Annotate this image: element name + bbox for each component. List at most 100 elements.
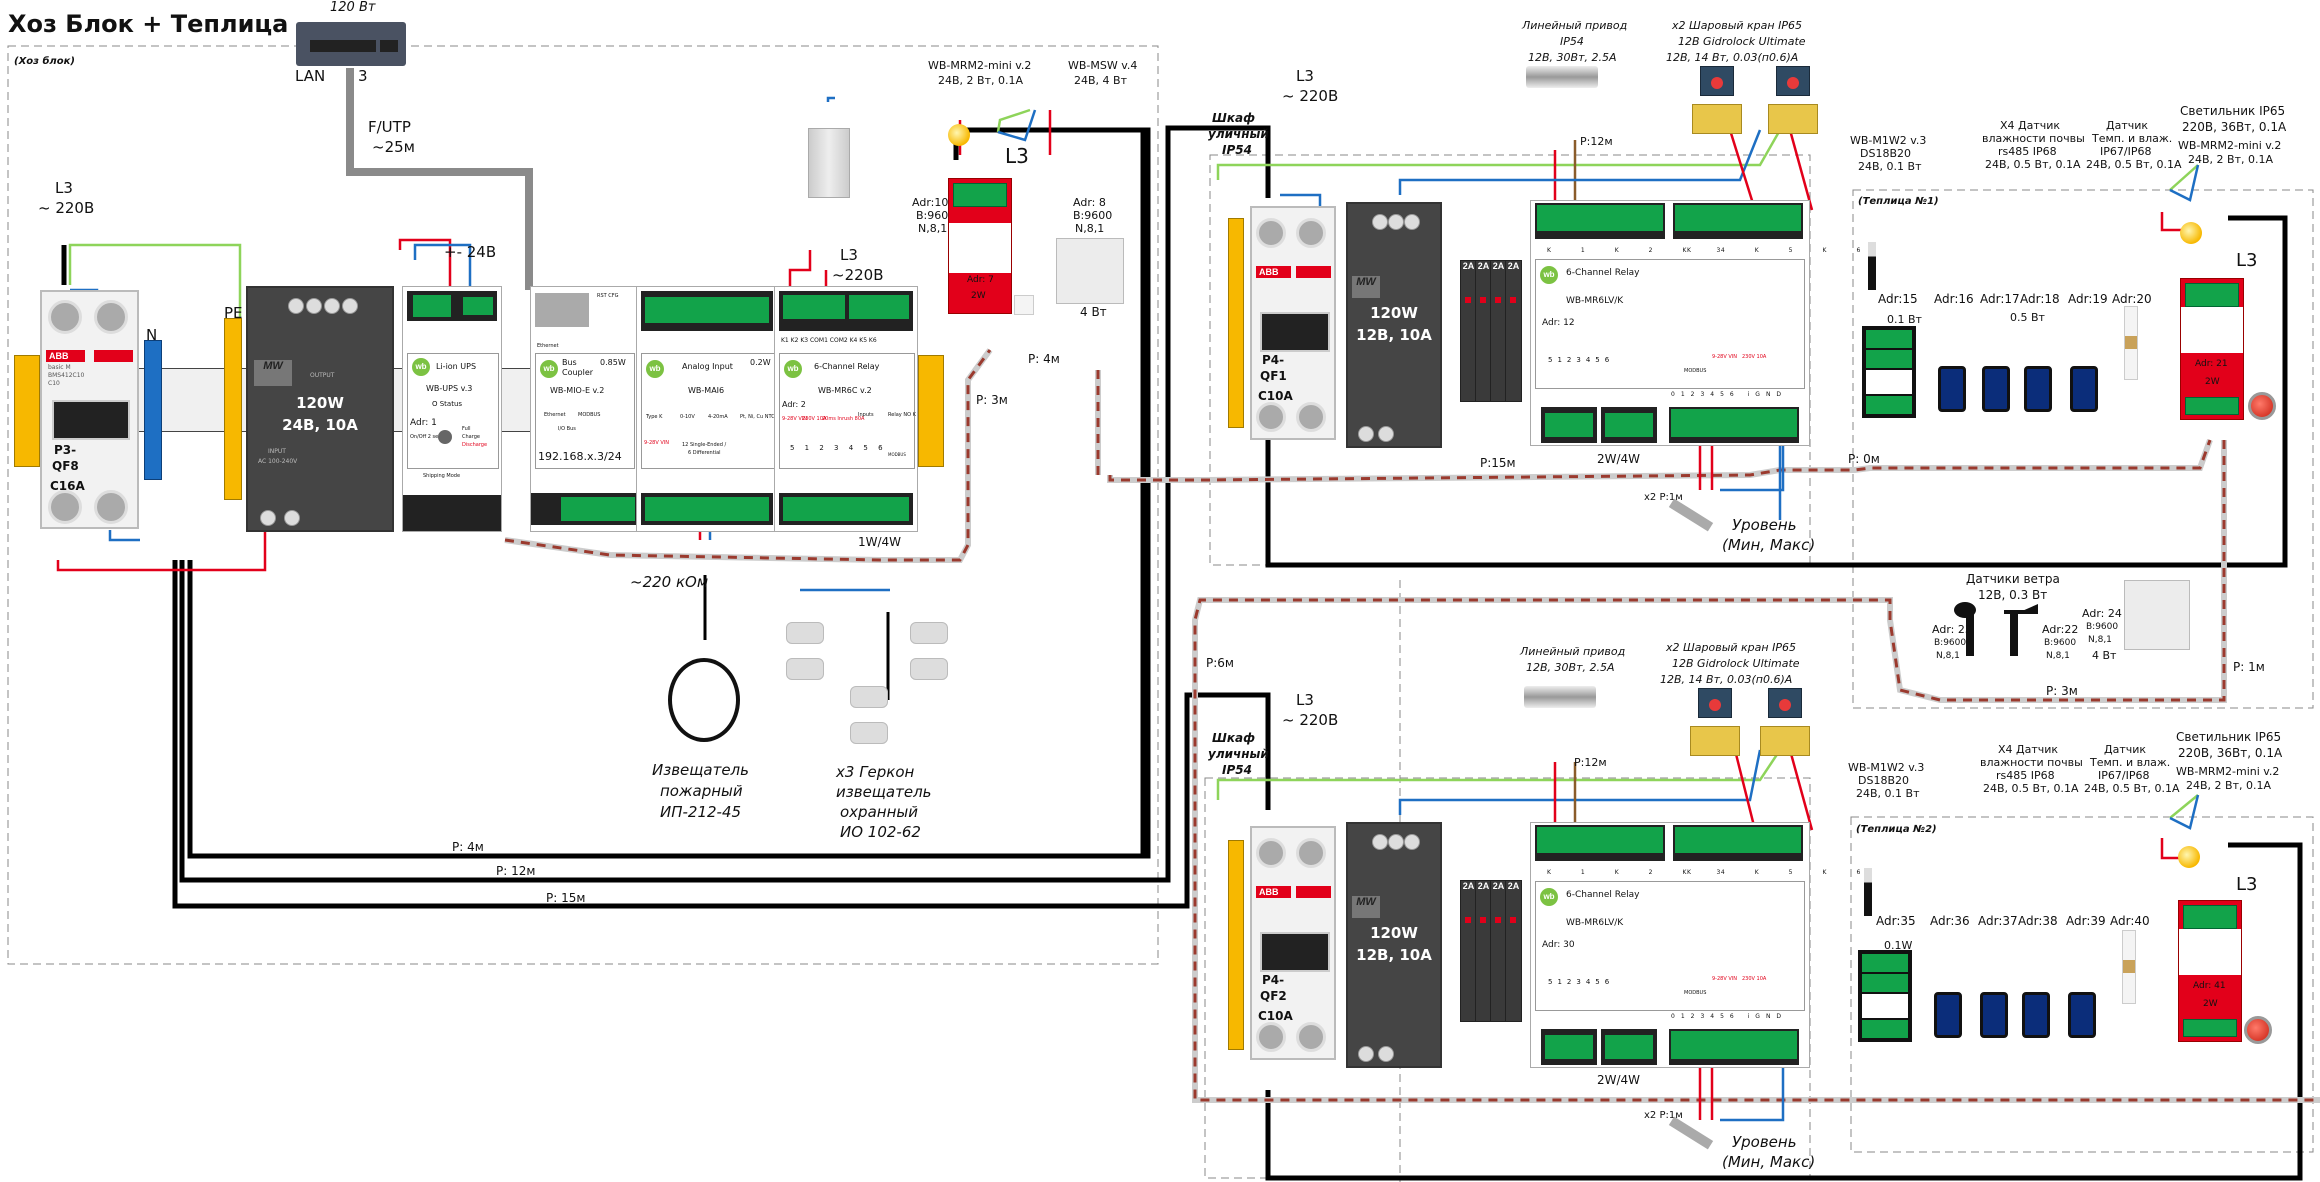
din-end-stop-left (14, 355, 40, 467)
inputs-tb (1669, 407, 1799, 443)
mio-ip-address[interactable]: 192.168.x.3/24 (538, 450, 622, 463)
push-button[interactable] (2248, 392, 2276, 420)
gh1-th-1: Датчик (2106, 119, 2149, 132)
wb-mio-e[interactable]: RST CFG Ethernet wb Bus Coupler 0.85W WB… (530, 286, 640, 532)
rs485-tb-1 (1541, 1029, 1597, 1065)
fuse[interactable]: 2A (1505, 880, 1522, 1022)
psu-24v[interactable]: MW OUTPUT 120W 24В, 10А INPUT AC 100-240… (246, 286, 394, 532)
network-switch[interactable] (296, 22, 406, 66)
relay-adr: Adr: 30 (1542, 940, 1575, 950)
anemometer-parity: N,8,1 (1936, 651, 1960, 661)
smoke-label-1: Извещатель (652, 761, 749, 779)
cab1-valves-1: x2 Шаровый кран IP65 (1672, 19, 1802, 32)
ups-status: O Status (432, 400, 463, 408)
lan-cable-length: ~25м (372, 138, 415, 156)
cab1-level-cable: x2 P:1м (1644, 492, 1683, 503)
gh1-wb-mrm2-mini[interactable]: Adr: 21 2W (2180, 278, 2244, 420)
wall-switch[interactable] (1014, 295, 1034, 315)
gh2-soil-1: X4 Датчик (1998, 743, 2059, 756)
gh1-th-2: Темп. и влаж. (2092, 132, 2173, 145)
meanwell-logo-icon: MW (254, 360, 292, 386)
mai-bottom-terminals (641, 493, 773, 525)
gh1-soil-power: 0.5 Вт (2010, 311, 2045, 324)
mrm2-side-baud: B:9600 (916, 209, 956, 222)
wb-mr6c[interactable]: K1 K2 K3 COM1 COM2 K4 K5 K6 wb 6-Channel… (774, 286, 918, 532)
cab1-wb-mr6lvk[interactable]: K1K2K3 K4K5K6 wb 6-Channel Relay WB-MR6L… (1530, 200, 1860, 446)
lamp-icon (948, 124, 970, 146)
mr6c-inputs: Inputs (858, 412, 874, 418)
mio-rst-cfg: RST CFG (597, 293, 619, 299)
wind-msw-adr: Adr: 24 (2082, 607, 2122, 620)
ethernet-port[interactable] (535, 293, 589, 327)
mr6c-model: WB-MR6C v.2 (818, 386, 872, 395)
mio-title-1: Bus (562, 358, 577, 367)
zone-hoz-block (7, 45, 1159, 965)
zone-teplitsa-2 (1850, 816, 2314, 1153)
reed-sensor (786, 622, 824, 644)
cab1-actuator-1: Линейный привод (1522, 19, 1628, 32)
mai-title: Analog Input (682, 362, 733, 371)
psu-spec: 24В, 10А (282, 416, 358, 434)
soil-moisture-sensor (1982, 366, 2010, 412)
breaker-handle[interactable] (1260, 312, 1330, 352)
screw-icon (1256, 402, 1286, 432)
breaker-rating: C10A (1258, 1009, 1293, 1023)
psu-terminal (342, 298, 358, 314)
cab2-psu-12v[interactable]: MW 120W 12В, 10А (1346, 822, 1442, 1068)
breaker-p4-qf1[interactable]: ABB P4- QF1 C10A (1250, 206, 1336, 440)
lan-cable (346, 68, 533, 290)
wb-msw-greenhouse[interactable] (2124, 580, 2190, 650)
wb-mai6[interactable]: wb Analog Input 0.2W WB-MAI6 Type K 0-10… (636, 286, 778, 532)
mai-top-terminals (641, 291, 773, 331)
cabinet2-label-1: Шкаф (1212, 731, 1255, 745)
cab1-psu-12v[interactable]: MW 120W 12В, 10А (1346, 202, 1442, 448)
mai-face: wb Analog Input 0.2W WB-MAI6 Type K 0-10… (641, 353, 775, 469)
mai-model: WB-MAI6 (688, 386, 725, 395)
gh1-m1w-1: WB-M1W2 v.3 (1850, 134, 1927, 147)
gh2-soil-adr-3: Adr:38 (2018, 914, 2058, 928)
ups-power-button[interactable] (438, 430, 452, 444)
gh2-m1w-power: 0.1W (1884, 939, 1913, 952)
breaker-p3-qf8[interactable]: ABB basic M BMS412C10 C10 P3- QF8 C16A (40, 290, 139, 529)
wb-ups[interactable]: wb Li-ion UPS WB-UPS v.3 O Status Adr: 1… (402, 286, 502, 532)
smoke-detector[interactable] (668, 658, 740, 742)
breaker-p4-qf2[interactable]: ABB P4- QF2 C10A (1250, 826, 1336, 1060)
mr6c-vin: 9-28V VIN (782, 416, 807, 422)
wb-msw-hoz[interactable] (1056, 238, 1124, 304)
rs485-tb-2 (1601, 1029, 1657, 1065)
ups-legend-discharge: Discharge (462, 442, 488, 448)
trunk-cable-1: P: 4м (452, 840, 484, 854)
gh1-lamp-3: WB-MRM2-mini v.2 (2178, 139, 2282, 152)
gh1-soil-3: rs485 IP68 (1998, 145, 2057, 158)
gh2-soil-adr-2: Adr:37 (1978, 914, 2018, 928)
mio-modbus: MODBUS (578, 412, 601, 418)
soil-moisture-sensor (2068, 992, 2096, 1038)
breaker-name-1: P3- (54, 443, 77, 457)
resistor-label: ~220 кОм (630, 573, 709, 591)
fuse[interactable]: 2A (1505, 260, 1522, 402)
mrm2-adr: Adr: 7 (967, 275, 994, 285)
gh1-lamp-power: 2W (2205, 377, 2220, 387)
gh2-lamp-4: 24В, 2 Вт, 0.1А (2186, 779, 2271, 792)
hoz-cable-p4: P: 4м (1028, 352, 1060, 366)
screw-icon (1296, 838, 1326, 868)
wind-title: Датчики ветра (1966, 572, 2060, 586)
breaker-handle[interactable] (1260, 932, 1330, 972)
mr6c-top-terminals (779, 291, 913, 331)
gh1-soil-4: 24В, 0.5 Вт, 0.1А (1985, 158, 2081, 171)
smoke-label-2: пожарный (660, 782, 743, 800)
wb-mrm2-mini-hoz[interactable]: Adr: 7 2W (948, 178, 1012, 314)
gh1-wb-m1w2[interactable] (1862, 326, 1916, 418)
screw-icon (1256, 218, 1286, 248)
cab2-wb-mr6lvk[interactable]: K1K2K3 K4K5K6 wb 6-Channel Relay WB-MR6L… (1530, 822, 1860, 1068)
relay-modbus: MODBUS (1684, 368, 1707, 374)
wind-vane-pole (2010, 614, 2018, 656)
cab1-wire-note: 2W/4W (1597, 452, 1641, 466)
gh2-wb-mrm2-mini[interactable]: Adr: 41 2W (2178, 900, 2242, 1042)
breaker-handle[interactable] (52, 400, 130, 440)
gh2-wb-m1w2[interactable] (1858, 950, 1912, 1042)
push-button[interactable] (2244, 1016, 2272, 1044)
screw-icon (1296, 1022, 1326, 1052)
cab1-valves-2: 12В Gidrolock Ultimate (1678, 35, 1806, 48)
